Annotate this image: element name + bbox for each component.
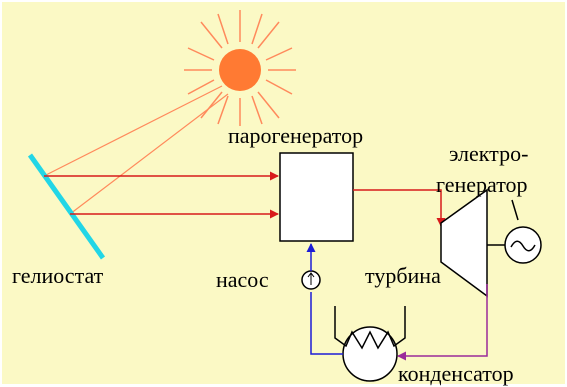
label-heliostat: гелиостат [12,263,104,288]
pump-icon [301,270,321,290]
ac-generator-icon [504,199,542,264]
label-condenser: конденсатор [398,361,514,386]
label-electro-line2: генератор [436,172,528,197]
steam-generator-box [279,152,354,242]
reflected-beams [44,171,279,219]
steam-line [353,189,446,227]
label-turbine: турбина [365,263,441,288]
exhaust-line [397,284,488,361]
return-water-line [310,292,343,355]
label-electro-line1: электро- [449,141,528,166]
incident-sun-rays [43,85,229,215]
sun-icon [184,10,296,126]
condenser-coil-icon [334,306,406,382]
heliostat-mirror [27,153,106,260]
label-pump: насос [216,267,269,292]
label-steam-generator: парогенератор [228,123,363,148]
